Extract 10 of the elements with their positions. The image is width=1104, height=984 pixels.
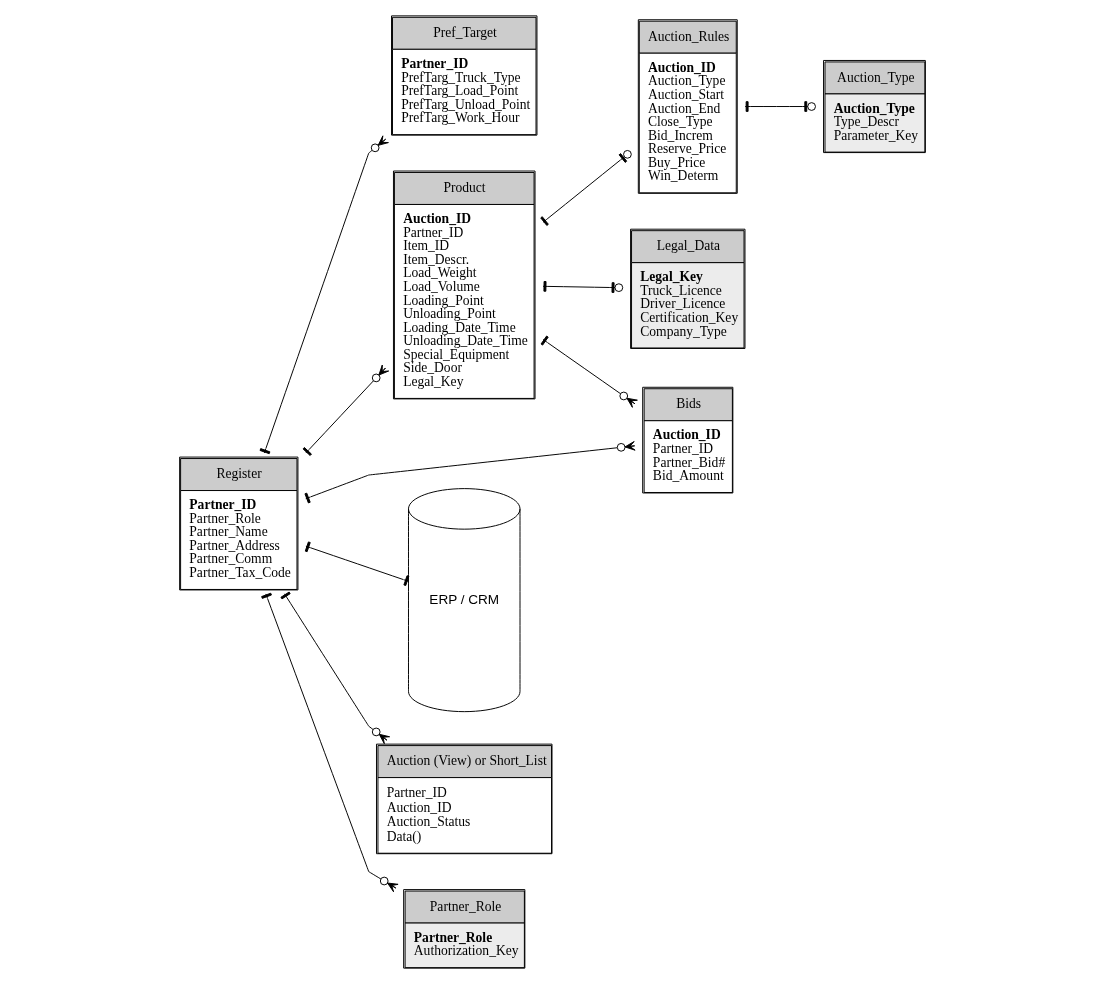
connector <box>279 591 390 745</box>
connector <box>303 441 636 504</box>
connector <box>259 135 389 455</box>
connector <box>540 335 638 408</box>
connector <box>542 281 623 293</box>
connector <box>744 101 816 112</box>
connector <box>304 541 409 586</box>
connector <box>539 149 632 226</box>
connector <box>302 364 389 456</box>
connector <box>260 592 399 893</box>
